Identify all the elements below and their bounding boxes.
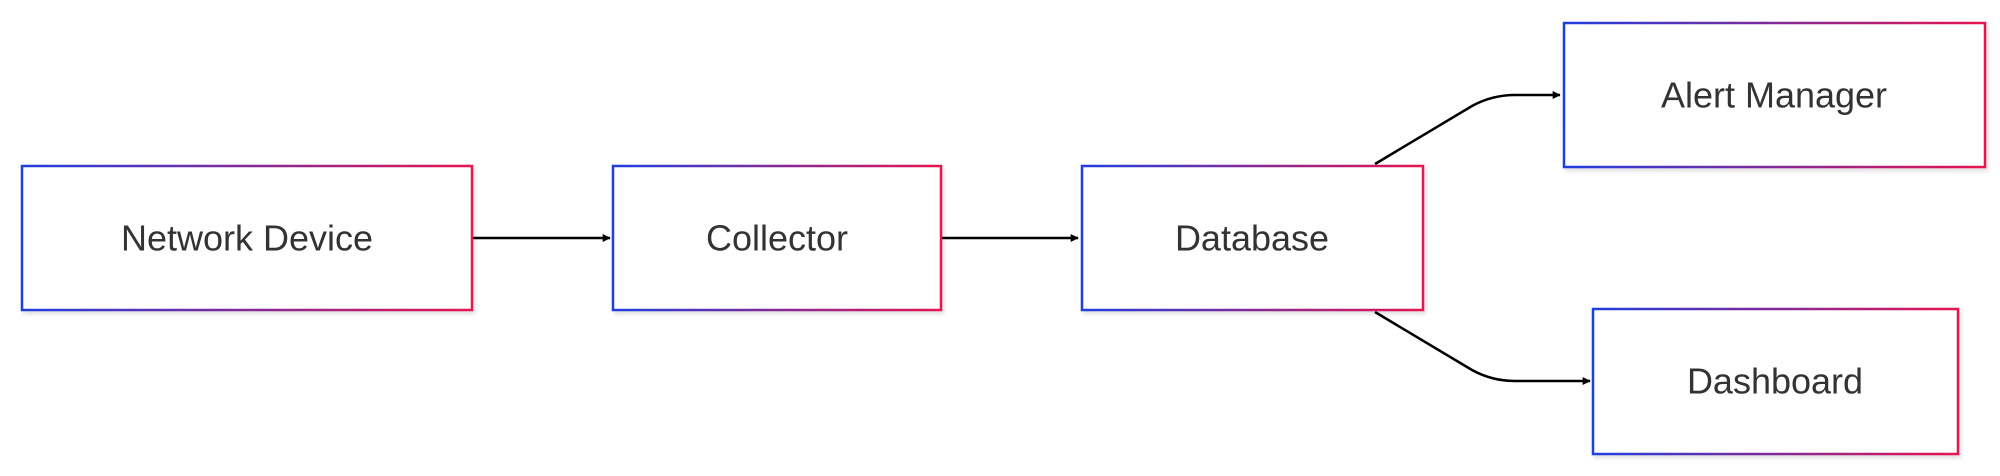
node-database: Database <box>1080 164 1425 312</box>
node-network-device: Network Device <box>20 164 474 312</box>
node-network-device-box <box>20 164 474 312</box>
node-network-device-label: Network Device <box>121 218 373 259</box>
node-collector: Collector <box>611 164 943 312</box>
edge-database-to-alert-manager <box>1374 91 1561 166</box>
node-collector-box <box>611 164 943 312</box>
edge-database-to-dashboard <box>1374 310 1591 385</box>
node-collector-label: Collector <box>706 218 848 259</box>
node-database-label: Database <box>1175 218 1329 259</box>
node-dashboard-box <box>1591 307 1960 456</box>
node-dashboard-label: Dashboard <box>1687 361 1863 402</box>
edges <box>472 91 1591 385</box>
node-alert-manager-box <box>1562 21 1987 169</box>
node-alert-manager: Alert Manager <box>1562 21 1987 169</box>
node-dashboard: Dashboard <box>1591 307 1960 456</box>
node-alert-manager-label: Alert Manager <box>1661 75 1887 116</box>
node-database-box <box>1080 164 1425 312</box>
